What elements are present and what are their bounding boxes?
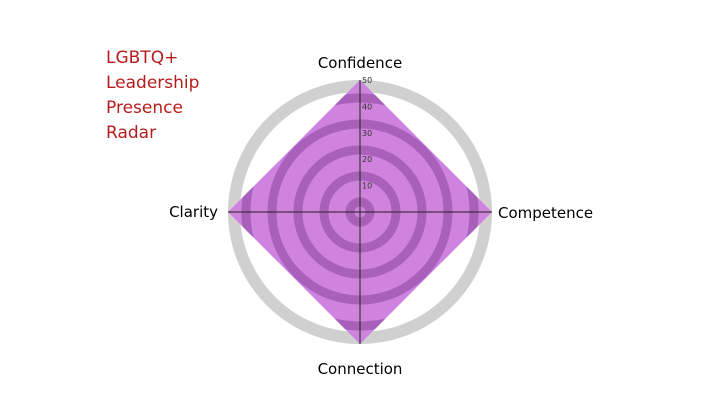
title-line-2: Leadership: [106, 73, 200, 93]
tick-label-50: 50: [362, 76, 372, 85]
tick-label-10: 10: [362, 182, 372, 191]
tick-label-20: 20: [362, 155, 372, 164]
axis-lines: [228, 80, 492, 344]
title-line-3: Presence: [106, 98, 183, 118]
axis-label-confidence: Confidence: [318, 54, 402, 72]
tick-label-30: 30: [362, 129, 372, 138]
chart-title: LGBTQ+ Leadership Presence Radar: [106, 46, 246, 146]
axis-label-clarity: Clarity: [169, 203, 218, 221]
axis-label-connection: Connection: [318, 360, 403, 378]
title-line-4: Radar: [106, 123, 157, 143]
title-line-1: LGBTQ+: [106, 48, 179, 68]
axis-label-competence: Competence: [498, 204, 593, 222]
tick-labels: 10 20 30 40 50: [362, 76, 372, 191]
tick-label-40: 40: [362, 102, 372, 111]
